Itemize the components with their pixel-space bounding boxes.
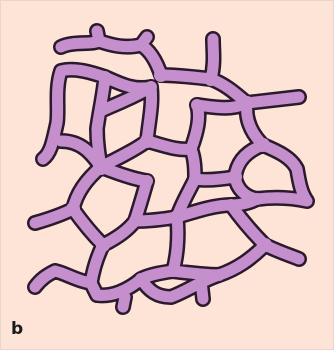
panel-label: b (11, 321, 23, 338)
